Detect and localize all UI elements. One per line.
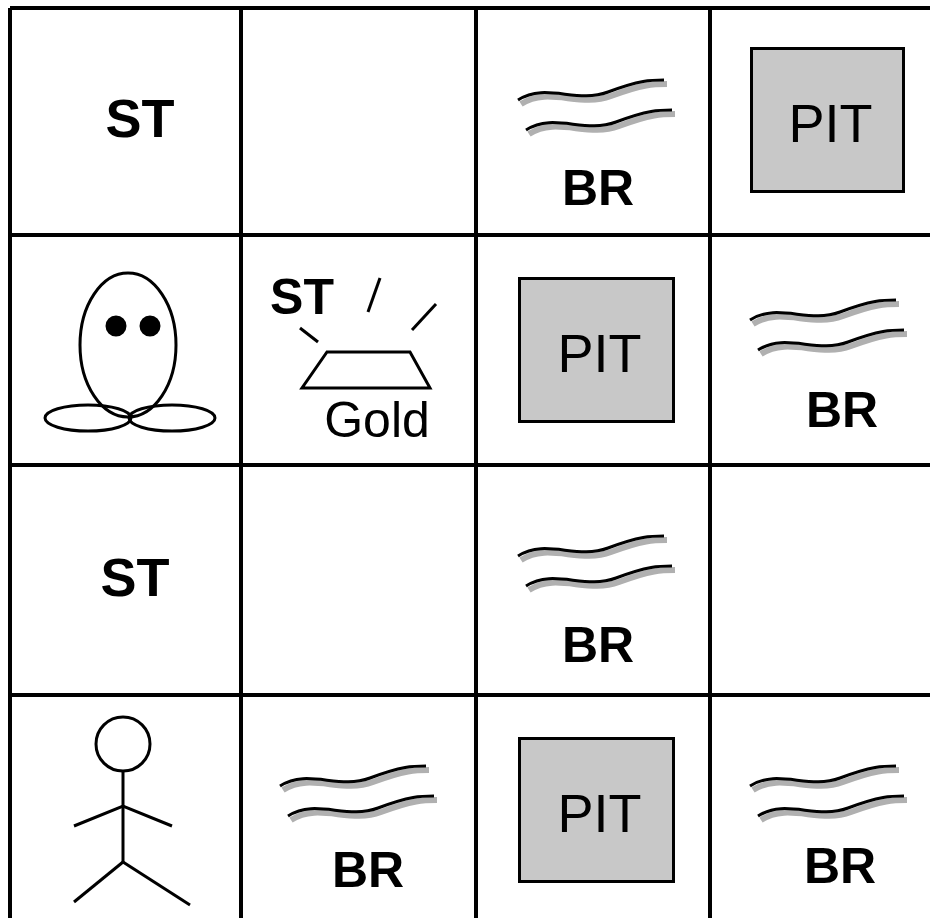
grid-cell: BR [710,695,930,918]
pit-label: PIT [557,786,641,840]
breeze-symbol [518,80,675,134]
grid-cell: BR [710,235,930,465]
grid-lines [10,8,930,918]
gold-label: Gold [324,395,430,445]
pit-box: PIT [518,737,675,883]
grid-cell: ST [10,8,241,235]
percept-label: BR [332,845,404,895]
grid-cell: ST [10,465,241,695]
percept-label: ST [100,550,169,604]
percept-label: BR [806,385,878,435]
agent-figure [74,717,190,905]
pit-label: PIT [788,96,872,150]
percept-label: BR [562,163,634,213]
breeze-symbol [750,766,907,820]
percept-label: ST [270,272,334,322]
grid-cell: ST Gold [241,235,476,465]
breeze-symbol [518,536,675,590]
percept-label: BR [804,841,876,891]
breeze-symbol [280,766,437,820]
wumpus-figure [45,273,215,431]
pit-label: PIT [557,326,641,380]
pit-box: PIT [518,277,675,423]
grid-cell: BR [476,8,710,235]
pit-box: PIT [750,47,905,193]
grid-cell: BR [241,695,476,918]
grid-cell: BR [476,465,710,695]
breeze-symbol [750,300,907,354]
percept-label: ST [105,91,174,145]
percept-label: BR [562,620,634,670]
